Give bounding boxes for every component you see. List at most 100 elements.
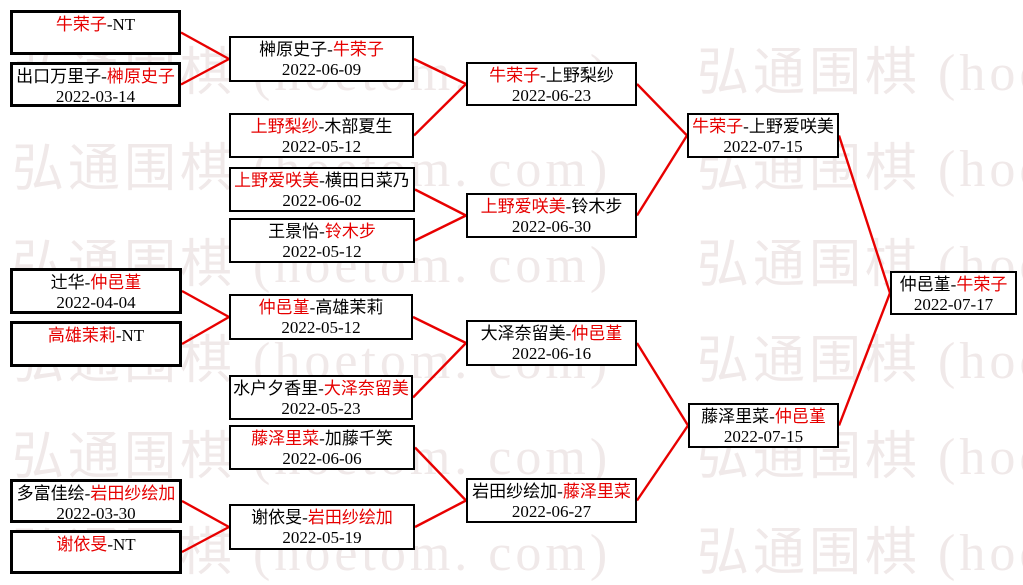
match-players: 榊原史子-牛荣子: [231, 40, 412, 60]
match-players: 上野梨纱-木部夏生: [231, 117, 412, 137]
bracket-connector-line: [837, 135, 892, 294]
match-players: 谢依旻-岩田纱绘加: [231, 508, 413, 528]
match-players: 藤泽里菜-加藤千笑: [231, 429, 413, 449]
name-separator: -: [319, 429, 325, 448]
bracket-connector-line: [413, 57, 467, 86]
match-date: 2022-07-15: [723, 427, 804, 446]
watermark-text: 弘通围棋 (hoetom. com): [697, 525, 1023, 582]
player-name: 藤泽里菜: [562, 482, 631, 501]
player-name: 上野梨纱: [250, 117, 319, 136]
name-separator: -: [557, 482, 563, 501]
watermark-text: 弘通围棋 (hoetom. com): [697, 333, 1023, 390]
player-name: 仲邑堇: [258, 298, 310, 317]
player-name: 谢依旻: [251, 508, 303, 527]
bracket-connector-line: [635, 342, 690, 427]
player-name: 多富佳绘: [16, 484, 85, 503]
player-name: 仲邑堇: [899, 275, 951, 294]
player-name: 牛荣子: [956, 275, 1008, 294]
name-separator: -: [107, 535, 113, 554]
bracket-connector-line: [635, 134, 689, 217]
player-name: 横田日菜乃: [324, 171, 410, 190]
name-separator: -: [318, 117, 325, 136]
player-name: NT: [113, 535, 136, 554]
name-separator: -: [565, 197, 572, 216]
player-name: 仲邑堇: [90, 273, 142, 292]
bracket-connector-line: [181, 315, 230, 346]
name-separator: -: [302, 508, 308, 527]
name-separator: -: [106, 15, 113, 34]
match-date: 2022-06-16: [511, 344, 592, 363]
player-name: 高雄茉莉: [47, 326, 116, 345]
bracket-connector-line: [181, 499, 230, 529]
player-name: 牛荣子: [332, 40, 384, 59]
player-name: 仲邑堇: [774, 407, 826, 426]
player-name: 大泽奈留美: [480, 324, 566, 343]
name-separator: -: [319, 171, 325, 190]
match-players: 牛荣子-上野爱咲美: [689, 117, 837, 137]
player-name: 大泽奈留美: [323, 379, 409, 398]
match-date: 2022-05-12: [282, 242, 362, 261]
name-separator: -: [743, 117, 749, 136]
bracket-connector-line: [636, 83, 688, 137]
match-players: 藤泽里菜-仲邑堇: [690, 407, 837, 427]
player-name: 高雄茉莉: [315, 298, 384, 317]
bracket-connector-line: [636, 424, 689, 502]
player-name: 岩田纱绘加: [472, 482, 558, 501]
match-date: 2022-06-30: [511, 217, 592, 236]
bracket-connector-line: [414, 446, 467, 502]
player-name: 藤泽里菜: [701, 407, 770, 426]
match-players: 多富佳绘-岩田纱绘加: [13, 484, 179, 504]
bracket-connector-line: [181, 525, 230, 554]
match-players: 辻华-仲邑堇: [13, 273, 179, 293]
bracket-connector-line: [837, 292, 892, 426]
name-separator: -: [84, 484, 91, 503]
match-date: 2022-06-06: [282, 449, 362, 468]
player-name: 铃木步: [324, 222, 376, 241]
name-separator: -: [327, 40, 333, 59]
match-date: 2022-06-02: [282, 191, 362, 210]
match-date: 2022-07-15: [723, 137, 803, 156]
player-name: 上野梨纱: [545, 66, 614, 85]
name-separator: -: [319, 222, 325, 241]
match-box: 谢依旻-NT: [10, 530, 182, 574]
match-players: 牛荣子-NT: [13, 15, 178, 35]
match-players: 牛荣子-上野梨纱: [468, 66, 635, 86]
player-name: 上野爱咲美: [480, 197, 566, 216]
player-name: 辻华: [50, 273, 85, 292]
match-date: 2022-05-23: [281, 399, 361, 418]
match-box: 牛荣子-NT: [10, 10, 181, 55]
player-name: 岩田纱绘加: [307, 508, 393, 527]
player-name: 仲邑堇: [571, 324, 623, 343]
name-separator: -: [84, 273, 91, 292]
bracket-connector-line: [180, 31, 230, 61]
name-separator: -: [769, 407, 775, 426]
player-name: 王景怡: [268, 222, 320, 241]
name-separator: -: [115, 326, 122, 345]
player-name: 牛荣子: [55, 15, 107, 34]
player-name: 藤泽里菜: [251, 429, 320, 448]
watermark-text: 弘通围棋 (hoetom. com): [697, 45, 1023, 102]
match-players: 水户夕香里-大泽奈留美: [231, 379, 411, 399]
match-date: 2022-06-09: [281, 60, 362, 79]
match-date: 2022-06-27: [511, 502, 592, 521]
player-name: NT: [121, 326, 145, 345]
match-players: 高雄茉莉-NT: [13, 326, 179, 346]
player-name: NT: [112, 15, 136, 34]
player-name: 加藤千笑: [324, 429, 393, 448]
